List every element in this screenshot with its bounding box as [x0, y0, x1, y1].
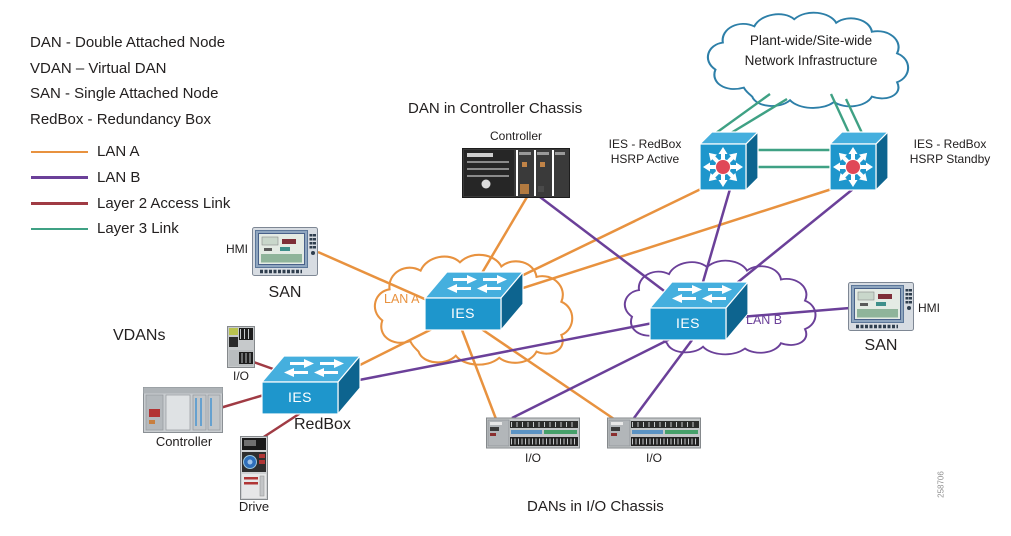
hsrp-active-line2: HSRP Active	[610, 151, 680, 166]
lan-b-link	[727, 306, 851, 320]
hmi-right-label: HMI	[918, 301, 940, 315]
lan-a-link	[460, 329, 498, 420]
layer3-links	[715, 93, 864, 169]
legend-label-lan-b: LAN B	[97, 169, 141, 187]
legend-row-lan-b: LAN B	[31, 165, 230, 191]
controller-top-label: Controller	[489, 129, 543, 143]
lan-a-switch-label: IES	[450, 305, 476, 321]
legend-row-layer3: Layer 3 Link	[31, 216, 230, 242]
redbox-label: RedBox	[294, 416, 351, 433]
redbox-ies-switch-icon	[261, 355, 361, 415]
lan-a-line-swatch	[31, 150, 88, 154]
vdans-heading: VDANs	[113, 327, 166, 344]
legend-def-redbox: RedBox - Redundancy Box	[30, 110, 211, 128]
hsrp-standby-switch-icon	[829, 131, 889, 191]
vdan-controller-label: Controller	[155, 434, 213, 449]
lan-a-label: LAN A	[384, 292, 420, 306]
io-chassis-left-label: I/O	[524, 451, 541, 465]
redbox-switch-label: IES	[287, 389, 313, 405]
hsrp-standby-line2: HSRP Standby	[909, 151, 991, 166]
vdan-drive-device	[240, 436, 268, 500]
legend-label-layer2: Layer 2 Access Link	[97, 194, 231, 212]
lan-b-link	[353, 320, 659, 383]
lan-a-link	[479, 326, 615, 421]
vdan-drive-label: Drive	[238, 499, 270, 514]
hmi-right-device	[846, 280, 916, 333]
plantwide-cloud-label: Plant-wide/Site-wide Network Infrastruct…	[705, 31, 917, 71]
vdan-io-device	[227, 326, 255, 368]
layer3-link	[844, 98, 864, 134]
lan-b-link	[511, 333, 679, 420]
lan-b-ies-switch-icon	[649, 281, 749, 341]
legend-row-layer2: Layer 2 Access Link	[31, 190, 230, 216]
cloud-label-line1: Plant-wide/Site-wide	[749, 33, 873, 48]
lan-b-label: LAN B	[746, 313, 783, 327]
layer3-link	[829, 93, 851, 134]
lan-b-line-swatch	[31, 176, 88, 179]
san-right-label: SAN	[864, 337, 898, 354]
hmi-left-device	[250, 225, 320, 278]
io-chassis-right-device	[608, 418, 701, 448]
layer3-line-swatch	[31, 227, 88, 231]
lan-a-link	[351, 322, 443, 371]
lan-b-link	[632, 339, 694, 419]
lan-a-link	[491, 186, 836, 300]
hsrp-standby-line1: IES - RedBox	[913, 137, 987, 151]
controller-chassis-device	[462, 148, 570, 198]
hsrp-standby-label: IES - RedBox HSRP Standby	[898, 137, 1002, 166]
figure-number: 258706	[936, 471, 946, 498]
legend-def-san: SAN - Single Attached Node	[30, 85, 219, 102]
layer2-line-swatch	[31, 201, 88, 205]
dans-io-heading: DANs in I/O Chassis	[527, 498, 664, 515]
legend-def-dan: DAN - Double Attached Node	[30, 34, 226, 51]
io-chassis-right-label: I/O	[645, 451, 662, 465]
lan-a-ies-switch-icon	[424, 271, 524, 331]
legend-label-lan-a: LAN A	[97, 143, 140, 161]
layer3-link	[715, 93, 771, 134]
io-chassis-left-device	[487, 418, 580, 448]
dan-controller-heading: DAN in Controller Chassis	[408, 100, 583, 117]
legend-line-key: LAN A LAN B Layer 2 Access Link Layer 3 …	[31, 139, 230, 242]
lan-b-link	[539, 196, 685, 307]
legend-def-vdan: VDAN – Virtual DAN	[30, 59, 167, 77]
san-left-label: SAN	[268, 284, 302, 301]
hsrp-active-label: IES - RedBox HSRP Active	[594, 137, 696, 166]
hmi-left-label: HMI	[226, 242, 248, 256]
legend-label-layer3: Layer 3 Link	[97, 220, 179, 238]
vdan-io-label: I/O	[232, 369, 249, 383]
lan-a-link	[317, 250, 446, 310]
hsrp-active-switch-icon	[699, 131, 759, 191]
lan-b-switch-label: IES	[675, 315, 701, 331]
legend-definitions: DAN - Double Attached Node VDAN – Virtua…	[30, 30, 225, 132]
cloud-label-line2: Network Infrastructure	[744, 53, 878, 68]
vdan-controller-device	[143, 387, 223, 433]
legend-row-lan-a: LAN A	[31, 139, 230, 165]
layer3-link	[730, 97, 788, 135]
hsrp-active-line1: IES - RedBox	[608, 137, 682, 151]
lan-b-links	[353, 188, 854, 420]
